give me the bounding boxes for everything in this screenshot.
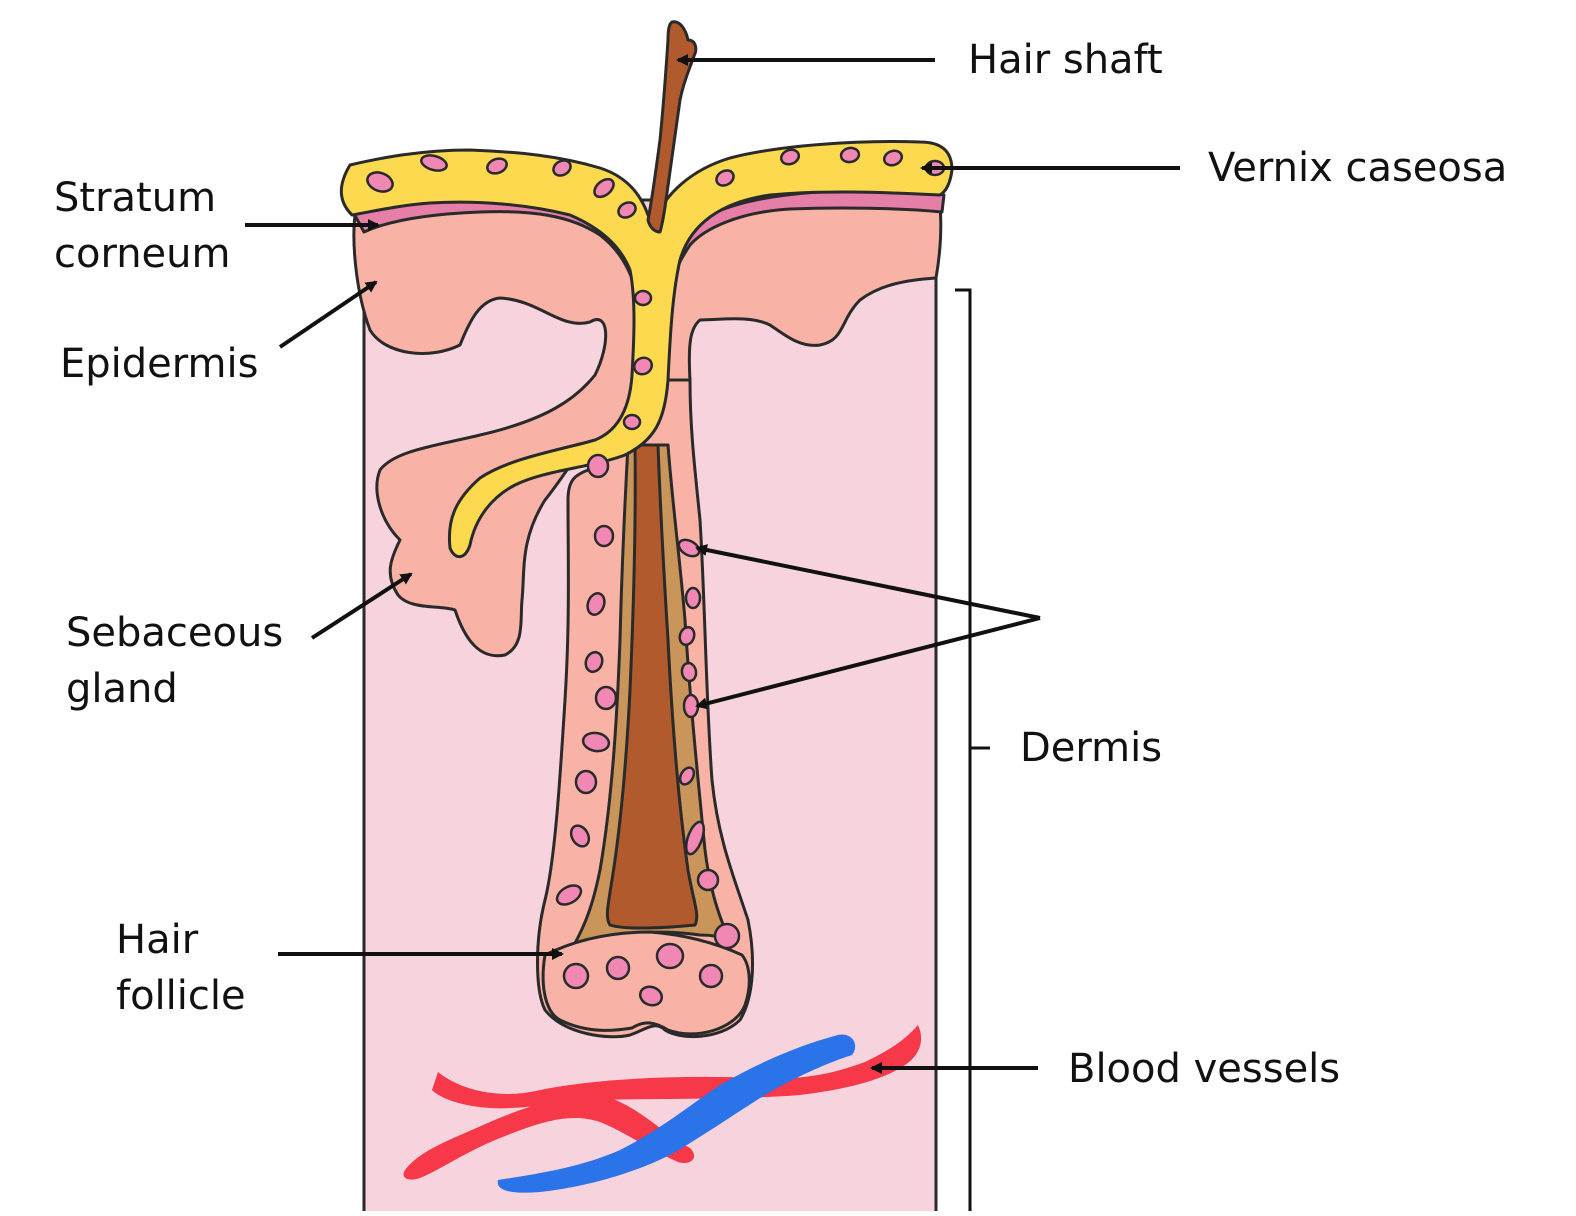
label-sebaceous-gland-line1: Sebaceous xyxy=(66,605,283,661)
label-hair-follicle-line2: follicle xyxy=(116,968,246,1024)
cell xyxy=(607,957,629,979)
arrow-epidermis xyxy=(280,282,376,347)
cell xyxy=(635,291,651,305)
label-vernix-caseosa: Vernix caseosa xyxy=(1208,140,1507,196)
label-stratum-corneum-line1: Stratum xyxy=(54,170,216,226)
label-sebaceous-gland-line2: gland xyxy=(66,661,178,717)
dermis-bracket xyxy=(955,290,990,1211)
label-dermis: Dermis xyxy=(1020,720,1162,776)
cell xyxy=(700,965,722,987)
label-hair-follicle-line1: Hair xyxy=(116,912,198,968)
cell xyxy=(657,944,683,968)
cell xyxy=(564,964,588,988)
cell xyxy=(624,415,640,429)
cell xyxy=(686,588,700,608)
label-stratum-corneum-line2: corneum xyxy=(54,226,230,282)
label-blood-vessels: Blood vessels xyxy=(1068,1041,1340,1097)
label-epidermis: Epidermis xyxy=(60,336,258,392)
cell xyxy=(588,455,608,477)
cell xyxy=(596,687,616,709)
cell xyxy=(595,526,613,546)
cell xyxy=(698,870,718,890)
label-hair-shaft: Hair shaft xyxy=(968,32,1163,88)
cell xyxy=(715,924,739,948)
cell xyxy=(576,771,596,793)
cell xyxy=(684,695,698,717)
